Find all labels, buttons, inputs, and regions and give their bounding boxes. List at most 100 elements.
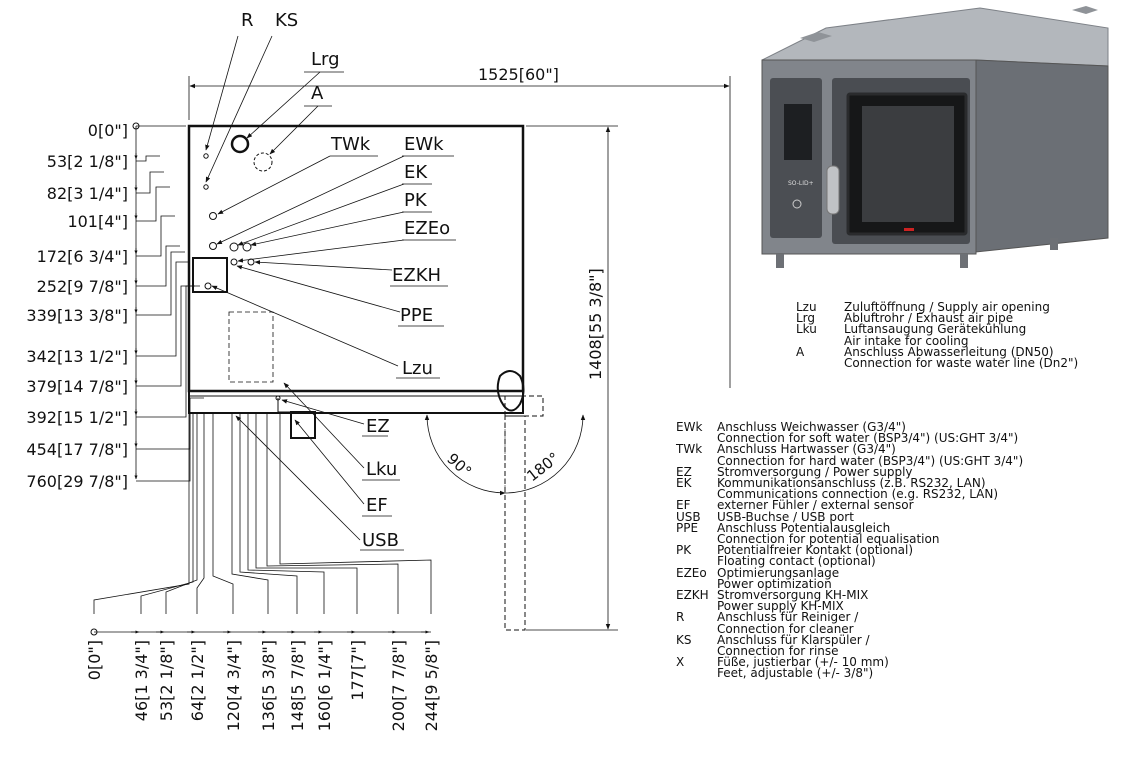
legend-code: A <box>796 344 805 359</box>
left-dim-label: 454[17 7/8"] <box>26 440 128 459</box>
callout-leader-a <box>269 105 319 155</box>
callout-leader-ek <box>237 183 405 246</box>
callout-leader-ewk <box>216 155 405 245</box>
legend-code: X <box>676 655 685 670</box>
left-dim-label: 342[13 1/2"] <box>26 347 128 366</box>
bottom-dim-leader <box>93 414 190 614</box>
legend-code: EZKH <box>676 588 709 603</box>
bottom-dim-label: 64[2 1/2"] <box>188 640 207 721</box>
legend-code: EZEo <box>676 565 707 580</box>
left-dim-leader <box>136 397 204 450</box>
overall-width-dimension: 1525[60"] <box>188 65 731 388</box>
callout-label-r: R <box>241 10 254 31</box>
bottom-dim-leader <box>255 414 358 614</box>
legend-code: EK <box>676 476 692 491</box>
legend-text: Connection for cleaner <box>717 621 854 636</box>
legend-text: Abluftrohr / Exhaust air pipe <box>844 311 1014 326</box>
left-dim-label: 379[14 7/8"] <box>26 377 128 396</box>
waste-water-drain-icon <box>253 152 273 172</box>
callout-label-ewk: EWk <box>404 134 444 155</box>
legend-row: Power supply KH-MIX <box>676 600 1023 612</box>
legend-text: Stromversorgung / Power supply <box>717 464 913 479</box>
legend-text: Connection for hard water (BSP3/4") (US:… <box>717 453 1024 468</box>
legend-text: Anschluss Hartwasser (G3/4") <box>717 442 896 457</box>
legend-row: EZ Stromversorgung / Power supply <box>676 464 1023 479</box>
legend-row: PK Potentialfreier Kontakt (optional) <box>676 543 1023 558</box>
bottom-dim-leader <box>247 414 325 614</box>
bottom-dim-label: 244[9 5/8"] <box>422 640 441 731</box>
oven-display-text: SO-LID+ <box>788 180 814 187</box>
legend-text: Connection for waste water line (Dn2") <box>844 356 1079 371</box>
legend-text: Kommunikationsanschluss (z.B. RS232, LAN… <box>717 476 986 491</box>
overall-height-label: 1408[55 3/8"] <box>586 268 605 380</box>
callout-leader-ks <box>205 35 273 183</box>
legend-row: Connection for rinse <box>676 645 1023 657</box>
legend-text: Stromversorgung KH-MIX <box>717 588 869 603</box>
callout-leader-r <box>205 35 239 151</box>
left-dim-leader <box>136 412 204 482</box>
bottom-dim-leader <box>279 414 432 614</box>
legend-row: Connection for waste water line (Dn2") <box>796 356 1079 371</box>
callout-leader-ez <box>281 399 365 425</box>
legend-text: Communications connection (e.g. RS232, L… <box>717 487 999 502</box>
left-dim-leader <box>136 251 185 316</box>
callout-leader-usb <box>235 415 361 541</box>
bottom-dim-leader <box>165 414 198 614</box>
bottom-dim-label: 136[5 3/8"] <box>259 640 278 731</box>
callout-leader-ezeo <box>237 239 405 263</box>
legend-row: Air intake for cooling <box>796 333 1078 348</box>
legend-text: Air intake for cooling <box>844 333 969 348</box>
callout-label-ek: EK <box>404 162 428 183</box>
left-ordinate-dimensions: 0[0"]53[2 1/8"]82[3 1/4"]101[4"]172[6 3/… <box>26 121 204 491</box>
oven-plan-outline <box>187 124 544 631</box>
left-dim-leader <box>136 155 160 162</box>
legend-row: EK Kommunikationsanschluss (z.B. RS232, L… <box>676 476 1023 491</box>
bottom-dim-label: 53[2 1/8"] <box>157 640 176 721</box>
callout-label-ez: EZ <box>366 416 390 437</box>
legend-text: Connection for potential equalisation <box>717 532 940 547</box>
callout-label-ef: EF <box>366 495 388 516</box>
legend-code: PK <box>676 543 692 558</box>
bottom-dim-label: 0[0"] <box>85 640 104 680</box>
left-dim-leader <box>136 215 175 257</box>
bottom-dim-label: 177[7"] <box>348 640 367 701</box>
legend-row: Floating contact (optional) <box>676 555 1023 567</box>
left-dim-leader <box>136 261 190 357</box>
legend-code: Lrg <box>796 311 816 326</box>
angle-90-label: 90° <box>443 450 475 481</box>
callout-leader-lrg <box>246 71 321 139</box>
legend-code: EZ <box>676 464 692 479</box>
left-dim-label: 0[0"] <box>88 121 128 140</box>
legend-text: Potentialfreier Kontakt (optional) <box>717 543 914 558</box>
bottom-dim-label: 160[6 1/4"] <box>315 640 334 731</box>
legend-row: Lrg Abluftrohr / Exhaust air pipe <box>796 311 1078 326</box>
left-dim-label: 172[6 3/4"] <box>37 247 128 266</box>
bottom-dim-leader <box>231 414 269 614</box>
callout-leader-ef <box>294 419 365 505</box>
bottom-ordinate-dimensions: 0[0"]46[1 3/4"]53[2 1/8"]64[2 1/2"]120[4… <box>85 414 441 731</box>
left-dim-leader <box>136 245 180 287</box>
overall-width-label: 1525[60"] <box>478 65 559 84</box>
legend-text: Füße, justierbar (+/- 10 mm) <box>717 655 889 670</box>
legend-text: Luftansaugung Gerätekühlung <box>844 322 1027 337</box>
bottom-dim-leader <box>266 414 399 614</box>
left-dim-label: 339[13 3/8"] <box>26 306 128 325</box>
legend-row: Connection for potential equalisation <box>676 532 1023 547</box>
legend-text: Anschluss für Klarspüler / <box>717 632 870 647</box>
door-handle-icon <box>826 165 840 215</box>
callout-leader-ezkh <box>254 260 393 271</box>
callout-leader-lku <box>283 382 365 469</box>
legend-text: USB-Buchse / USB port <box>717 509 854 524</box>
